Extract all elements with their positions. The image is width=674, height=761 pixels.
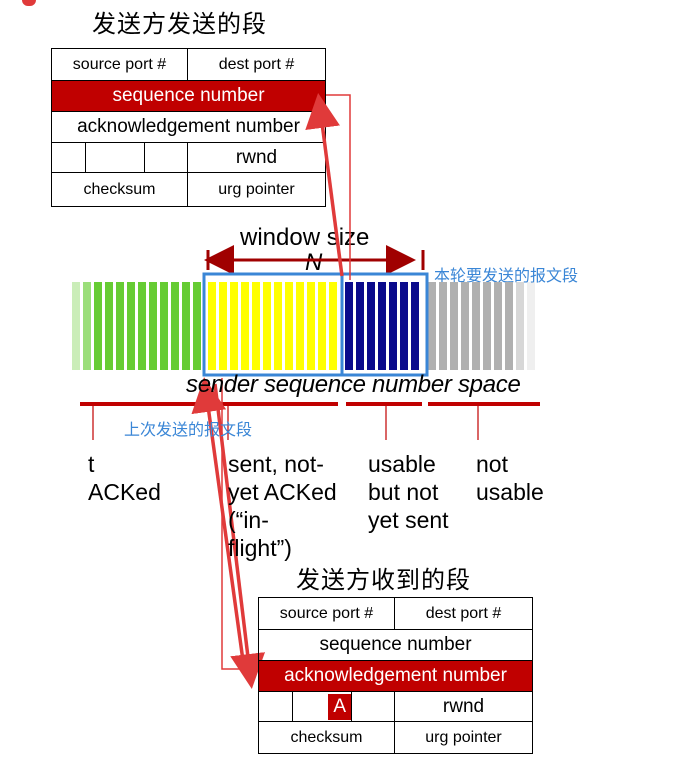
inflight-slot	[296, 282, 304, 370]
acked-slot	[127, 282, 135, 370]
inflight-slot	[263, 282, 271, 370]
window-n-label: N	[305, 249, 323, 276]
corner-logo-fragment	[22, 0, 36, 6]
dest-port-field: dest port #	[394, 597, 533, 630]
sent-segment-header: source port # dest port # sequence numbe…	[51, 48, 326, 207]
not-usable-slot	[439, 282, 447, 370]
acked-slot	[171, 282, 179, 370]
sequence-number-field: sequence number	[258, 629, 533, 661]
inflight-slot	[307, 282, 315, 370]
acked-slot	[138, 282, 146, 370]
usable-slot	[345, 282, 353, 370]
inflight-slot	[285, 282, 293, 370]
inflight-slot	[219, 282, 227, 370]
flag-cell	[351, 691, 395, 722]
acked-slot	[94, 282, 102, 370]
usable-slot	[389, 282, 397, 370]
usable-label: usable but not yet sent	[368, 451, 449, 533]
rwnd-field: rwnd	[187, 142, 326, 173]
not-usable-label: not usable	[476, 451, 544, 505]
flag-cell	[85, 142, 145, 173]
usable-slot	[356, 282, 364, 370]
acked-slot	[105, 282, 113, 370]
inflight-slot	[329, 282, 337, 370]
ack-flag: A	[328, 693, 351, 720]
inflight-slot	[318, 282, 326, 370]
flag-cell: A	[292, 691, 352, 722]
ack-pointer-arrow-down	[213, 383, 266, 689]
acked-label: t ACKed	[88, 451, 161, 505]
rwnd-field: rwnd	[394, 691, 533, 722]
not-usable-slot	[505, 282, 513, 370]
acked-slot	[182, 282, 190, 370]
not-usable-slot	[483, 282, 491, 370]
acked-slot	[193, 282, 201, 370]
source-port-field: source port #	[51, 48, 188, 81]
seq-pointer-arrow	[305, 93, 344, 277]
inflight-slot	[274, 282, 282, 370]
not-usable-slot	[516, 282, 524, 370]
acked-slot	[160, 282, 168, 370]
this-round-annotation: 本轮要发送的报文段	[434, 268, 579, 285]
acked-slot	[72, 282, 80, 370]
acked-slot	[83, 282, 91, 370]
inflight-slot	[241, 282, 249, 370]
sequence-space-label: sender sequence number space	[186, 371, 521, 398]
not-usable-slot	[527, 282, 535, 370]
not-usable-slot	[461, 282, 469, 370]
source-port-field: source port #	[258, 597, 395, 630]
sent-segment-title: 发送方发送的段	[92, 10, 267, 38]
flag-cell	[258, 691, 293, 722]
not-usable-slot	[494, 282, 502, 370]
sequence-number-field: sequence number	[51, 80, 326, 112]
inflight-slot	[230, 282, 238, 370]
inflight-slot	[252, 282, 260, 370]
usable-slot	[367, 282, 375, 370]
urg-pointer-field: urg pointer	[394, 721, 533, 754]
last-sent-annotation: 上次发送的报文段	[124, 422, 253, 439]
checksum-field: checksum	[258, 721, 395, 754]
inflight-label: sent, not- yet ACKed (“in- flight”)	[228, 451, 337, 561]
ack-number-field: acknowledgement number	[51, 111, 326, 143]
urg-pointer-field: urg pointer	[187, 172, 326, 207]
not-usable-slot	[428, 282, 436, 370]
usable-slot	[378, 282, 386, 370]
this-round-box	[340, 272, 429, 377]
inflight-slot	[208, 282, 216, 370]
acked-slot	[149, 282, 157, 370]
ack-number-field: acknowledgement number	[258, 660, 533, 692]
not-usable-slot	[450, 282, 458, 370]
checksum-field: checksum	[51, 172, 188, 207]
usable-slot	[400, 282, 408, 370]
received-segment-header: source port # dest port # sequence numbe…	[258, 597, 533, 754]
window-size-label: window size	[240, 224, 370, 251]
ack-pointer-arrow-up	[191, 377, 246, 669]
usable-slot	[411, 282, 419, 370]
not-usable-slot	[472, 282, 480, 370]
received-segment-title: 发送方收到的段	[296, 566, 471, 594]
acked-slot	[116, 282, 124, 370]
